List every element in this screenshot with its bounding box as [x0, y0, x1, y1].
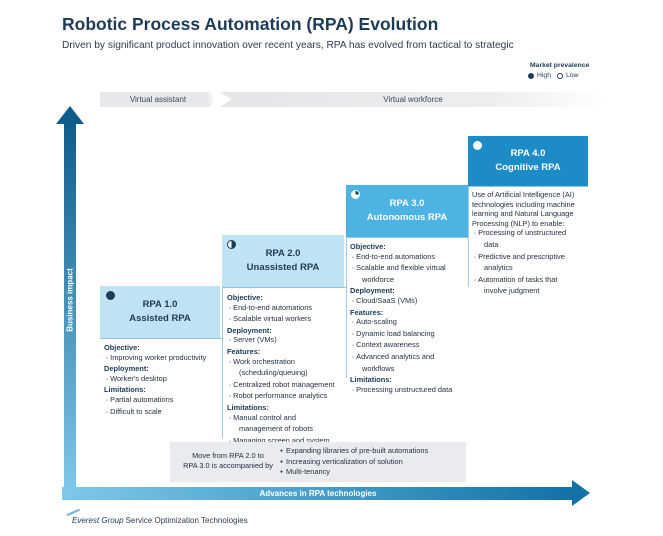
transition-callout: Move from RPA 2.0 to RPA 3.0 is accompan… [170, 442, 466, 482]
low-prevalence-icon [556, 72, 563, 79]
list-item: Partial automations [104, 395, 220, 407]
callout-lead: Move from RPA 2.0 to RPA 3.0 is accompan… [178, 451, 278, 471]
stage-name: RPA 1.0 [142, 299, 178, 310]
list-item: Managing screen and system [227, 436, 345, 448]
stage-rpa-3: RPA 3.0 Autonomous RPA [346, 185, 468, 237]
stage-rpa-2: RPA 2.0 Unassisted RPA [222, 235, 344, 287]
band-virtual-assistant: Virtual assistant [100, 92, 216, 107]
list-item: Predictive and prescriptive [472, 252, 590, 264]
list-item: Advanced analytics and [350, 352, 466, 364]
list-item: Server (VMs) [227, 335, 345, 347]
section-heading: Features: [350, 307, 384, 317]
list-item: Automation of tasks that [472, 275, 590, 287]
section-heading: Deployment: [350, 286, 395, 296]
stage-rpa-2-details: Objective: End-to-end automations Scalab… [227, 293, 345, 459]
right-arrow-icon [572, 480, 590, 506]
list-item: Improving worker productivity [104, 353, 220, 365]
list-item: Processing of unstructured [472, 228, 590, 240]
list-item: Scalable and flexible virtual [350, 263, 466, 275]
callout-lead-line: Move from RPA 2.0 to [192, 451, 264, 460]
stage-subtitle: Autonomous RPA [366, 212, 448, 223]
y-axis-label: Business impact [65, 268, 75, 332]
list-item-continued: analytics [484, 263, 513, 273]
x-axis-label: Advances in RPA technologies [259, 489, 377, 498]
section-heading: Objective: [227, 293, 263, 302]
list-item: End-to-end automations [227, 303, 345, 315]
stage-rpa-4-details: Use of Artificial Intelligence (AI) tech… [472, 190, 590, 298]
stage-subtitle: Assisted RPA [129, 313, 191, 324]
low-prevalence-icon [473, 141, 482, 150]
column-divider [468, 187, 469, 287]
callout-item: Increasing verticalization of solution [280, 457, 428, 468]
section-heading: Deployment: [227, 325, 272, 335]
list-item-continued: involve judgment [484, 286, 540, 296]
section-heading: Limitations: [227, 402, 269, 412]
list-item-continued: workflows [362, 363, 395, 373]
page-subtitle: Driven by significant product innovation… [62, 40, 514, 51]
stage-name: RPA 4.0 [510, 148, 546, 159]
legend-low-label: Low [565, 72, 579, 79]
section-heading: Features: [227, 346, 261, 356]
page-title: Robotic Process Automation (RPA) Evoluti… [62, 14, 439, 34]
step-divider [346, 237, 468, 238]
list-item: Processing unstructured data [350, 385, 466, 397]
stage-rpa-3-details: Objective: End-to-end automations Scalab… [350, 242, 466, 396]
list-item: Cloud/SaaS (VMs) [350, 296, 466, 308]
x-axis-bar [62, 487, 574, 500]
callout-item: Expanding libraries of pre-built automat… [280, 446, 428, 457]
intro-line: Processing (NLP) to enable: [472, 218, 565, 228]
list-item: End-to-end automations [350, 252, 466, 264]
column-divider [346, 238, 347, 378]
stage-name: RPA 3.0 [389, 198, 425, 209]
high-prevalence-icon [106, 291, 115, 300]
step-divider [222, 287, 346, 288]
list-item-continued: workforce [362, 274, 395, 284]
step-divider [100, 338, 222, 339]
list-item: Centralized robot management [227, 380, 345, 392]
section-heading: Limitations: [104, 385, 146, 395]
footer: Everest Group Service Optimization Techn… [72, 516, 248, 525]
list-item: Work orchestration [227, 357, 345, 369]
band-virtual-workforce: Virtual workforce [220, 92, 606, 107]
intro-line: learning and Natural Language [472, 209, 574, 219]
stage-rpa-4: RPA 4.0 Cognitive RPA [468, 136, 588, 186]
quarter-prevalence-icon [351, 190, 360, 199]
intro-line: technologies including machine [472, 199, 575, 209]
list-item: Manual control and [227, 413, 345, 425]
step-divider [468, 186, 588, 187]
y-axis-bar [64, 122, 76, 492]
stage-rpa-1-details: Objective: Improving worker productivity… [104, 343, 220, 418]
intro-line: Use of Artificial Intelligence (AI) [472, 190, 575, 199]
section-heading: Deployment: [104, 364, 149, 374]
stage-rpa-1: RPA 1.0 Assisted RPA [100, 286, 220, 338]
list-item: Worker's desktop [104, 374, 220, 386]
list-item: Dynamic load balancing [350, 329, 466, 341]
callout-item: Multi-tenancy [280, 467, 428, 478]
callout-list: Expanding libraries of pre-built automat… [280, 446, 428, 478]
section-heading: Objective: [350, 242, 386, 251]
column-divider [222, 288, 223, 438]
list-item-continued: management of robots [239, 424, 313, 434]
list-item: Robot performance analytics [227, 391, 345, 403]
legend-title: Market prevalence [530, 62, 590, 69]
up-arrow-icon [56, 106, 84, 124]
stage-name: RPA 2.0 [265, 248, 301, 259]
stage-subtitle: Unassisted RPA [246, 262, 320, 273]
legend-high-label: High [537, 72, 551, 79]
list-item-continued: data [484, 239, 499, 249]
list-item: Difficult to scale [104, 407, 220, 419]
list-item-continued: (scheduling/queuing) [239, 368, 308, 378]
legend: High Low [528, 72, 578, 79]
callout-lead-line: RPA 3.0 is accompanied by [183, 461, 273, 470]
half-prevalence-icon [227, 240, 236, 249]
footer-text: Service Optimization Technologies [125, 516, 248, 525]
section-heading: Limitations: [350, 375, 392, 385]
footer-logo: Everest Group [72, 516, 124, 525]
list-item: Context awareness [350, 340, 466, 352]
list-item: Scalable virtual workers [227, 314, 345, 326]
list-item: Auto-scaling [350, 317, 466, 329]
stage-subtitle: Cognitive RPA [495, 162, 561, 173]
high-prevalence-icon [528, 72, 534, 79]
section-heading: Objective: [104, 343, 140, 352]
